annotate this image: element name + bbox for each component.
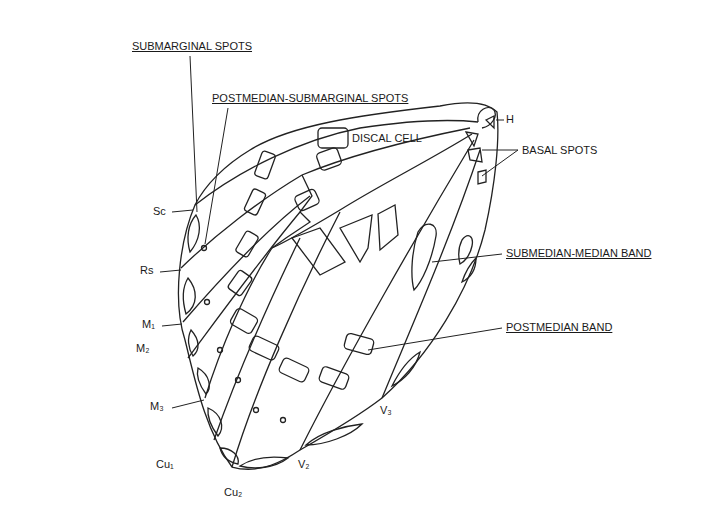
submedian-median-band — [292, 128, 472, 290]
postmedian-band — [227, 150, 374, 390]
wing-outline — [178, 103, 497, 469]
part-label: SUBMARGINAL SPOTS — [132, 40, 252, 52]
vein-label: V₃ — [380, 404, 392, 416]
vein-label: Cu₁ — [156, 458, 174, 470]
vein-label: M₁ — [142, 318, 155, 330]
part-label: SUBMEDIAN-MEDIAN BAND — [506, 247, 651, 259]
veins — [181, 120, 480, 467]
part-label: BASAL SPOTS — [522, 144, 597, 156]
vein-label: Cu₂ — [224, 486, 242, 498]
vein-label: Rs — [140, 264, 153, 276]
vein-label: M₃ — [150, 400, 164, 412]
part-label: DISCAL CELL — [352, 132, 422, 144]
vein-label: M₂ — [136, 342, 149, 354]
vein-label: V₂ — [298, 458, 310, 470]
postmedian-submarginal-spots — [202, 246, 286, 423]
submarginal-spots — [183, 215, 476, 468]
leader-lines — [160, 56, 518, 408]
humeral-vein — [478, 108, 495, 128]
vein-label: Sc — [153, 205, 166, 217]
part-label: POSTMEDIAN BAND — [506, 321, 612, 333]
vein-label: H — [506, 113, 514, 125]
part-label: POSTMEDIAN-SUBMARGINAL SPOTS — [212, 92, 408, 104]
